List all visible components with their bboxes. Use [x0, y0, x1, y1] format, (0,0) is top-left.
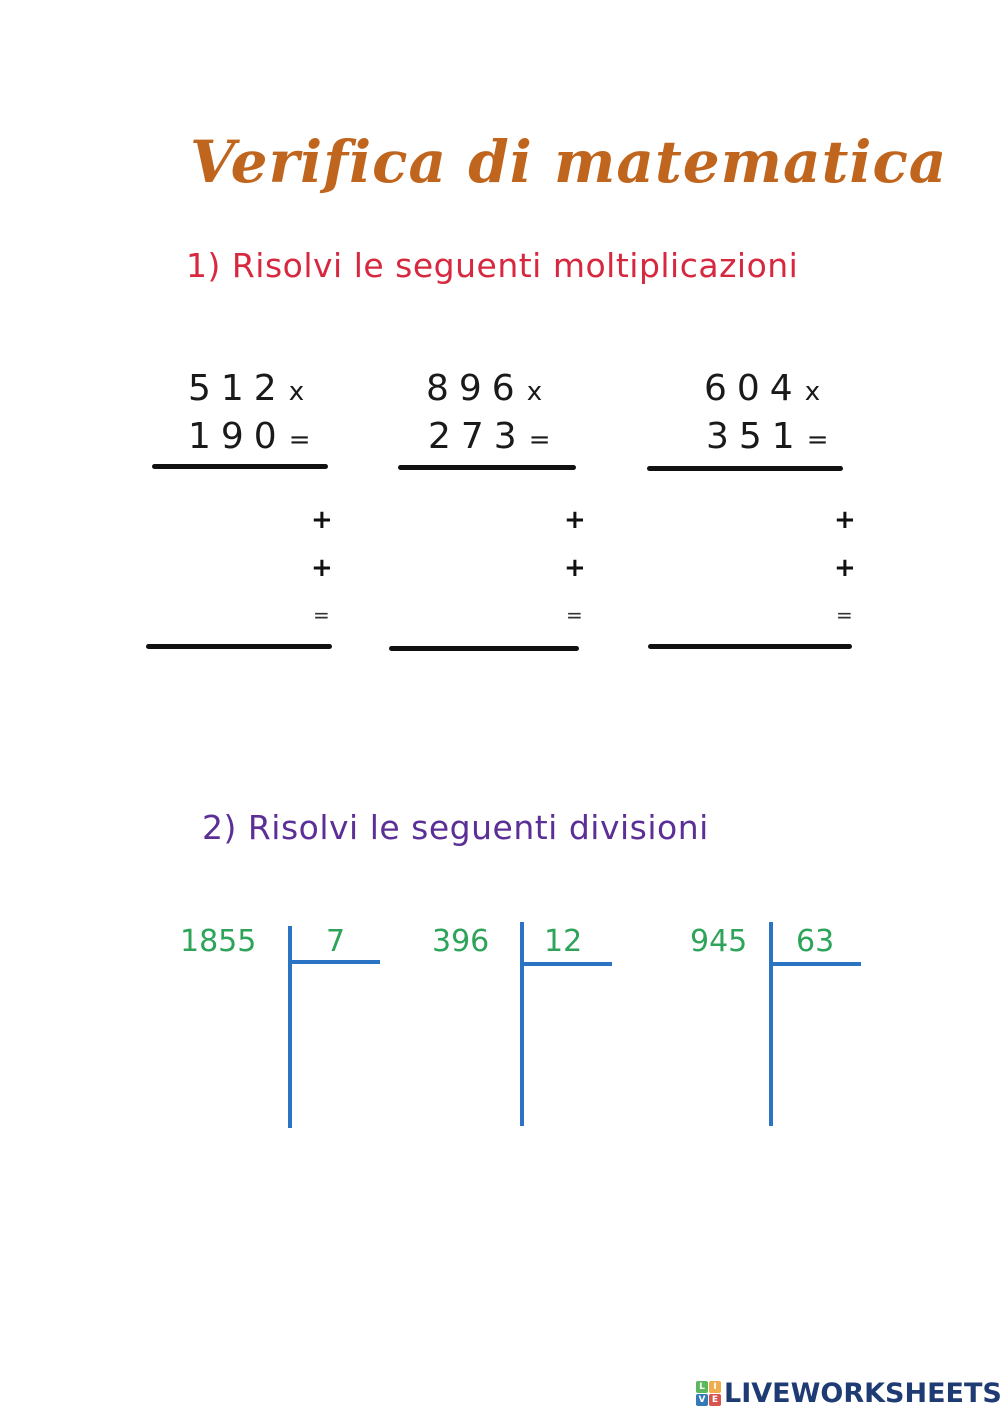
- final-result-line: [648, 644, 852, 649]
- result-line: [152, 464, 328, 469]
- live-icon: L I V E: [696, 1381, 721, 1406]
- division-vertical-line: [520, 922, 524, 1126]
- multiplicand: 896x: [426, 368, 542, 409]
- multiplier: 273=: [428, 416, 551, 457]
- multiplier-value: 273: [428, 416, 527, 457]
- section-2-heading: 2) Risolvi le seguenti divisioni: [202, 808, 709, 847]
- equals-sign: =: [566, 603, 583, 627]
- dividend: 1855: [180, 924, 257, 959]
- brand-name: LIVEWORKSHEETS: [724, 1378, 1000, 1409]
- quotient-answer-area[interactable]: [526, 970, 612, 1120]
- division-horizontal-line: [290, 960, 380, 964]
- multiplicand: 512x: [188, 368, 304, 409]
- logo-letter: V: [696, 1394, 708, 1406]
- equals-sign: =: [836, 603, 853, 627]
- dividend: 945: [690, 924, 748, 959]
- result-line: [398, 465, 576, 470]
- remainder-work-area[interactable]: [410, 966, 516, 1126]
- multiplicand: 604x: [704, 368, 820, 409]
- times-sign: x: [804, 377, 821, 407]
- plus-sign: +: [311, 553, 333, 583]
- final-result-line: [389, 646, 579, 651]
- division-horizontal-line: [771, 962, 861, 966]
- equals-sign: =: [288, 425, 311, 455]
- worksheet-title: Verifica di matematica: [190, 128, 948, 196]
- times-sign: x: [526, 377, 543, 407]
- multiplier: 190=: [188, 416, 311, 457]
- remainder-work-area[interactable]: [660, 966, 765, 1126]
- divisor: 63: [796, 924, 835, 959]
- division-horizontal-line: [522, 962, 612, 966]
- plus-sign: +: [564, 505, 586, 535]
- divisor: 12: [544, 924, 583, 959]
- final-result-line: [146, 644, 332, 649]
- logo-letter: I: [709, 1381, 721, 1393]
- equals-sign: =: [313, 603, 330, 627]
- logo-letter: L: [696, 1381, 708, 1393]
- division-vertical-line: [769, 922, 773, 1126]
- partial-products-answer-area[interactable]: [152, 486, 322, 636]
- multiplicand-value: 604: [704, 368, 803, 409]
- times-sign: x: [288, 377, 305, 407]
- plus-sign: +: [311, 505, 333, 535]
- result-line: [647, 466, 843, 471]
- multiplicand-value: 896: [426, 368, 525, 409]
- equals-sign: =: [806, 425, 829, 455]
- partial-products-answer-area[interactable]: [398, 486, 568, 636]
- section-1-heading: 1) Risolvi le seguenti moltiplicazioni: [186, 246, 799, 285]
- multiplier-value: 351: [706, 416, 805, 457]
- quotient-answer-area[interactable]: [294, 968, 380, 1118]
- multiplier: 351=: [706, 416, 829, 457]
- logo-letter: E: [709, 1394, 721, 1406]
- dividend: 396: [432, 924, 490, 959]
- remainder-work-area[interactable]: [176, 966, 284, 1126]
- plus-sign: +: [834, 553, 856, 583]
- multiplicand-value: 512: [188, 368, 287, 409]
- equals-sign: =: [528, 425, 551, 455]
- division-vertical-line: [288, 926, 292, 1128]
- quotient-answer-area[interactable]: [775, 970, 861, 1120]
- partial-products-answer-area[interactable]: [650, 486, 830, 636]
- divisor: 7: [326, 924, 346, 959]
- liveworksheets-logo[interactable]: L I V E LIVEWORKSHEETS: [696, 1378, 1000, 1409]
- plus-sign: +: [564, 553, 586, 583]
- multiplier-value: 190: [188, 416, 287, 457]
- plus-sign: +: [834, 505, 856, 535]
